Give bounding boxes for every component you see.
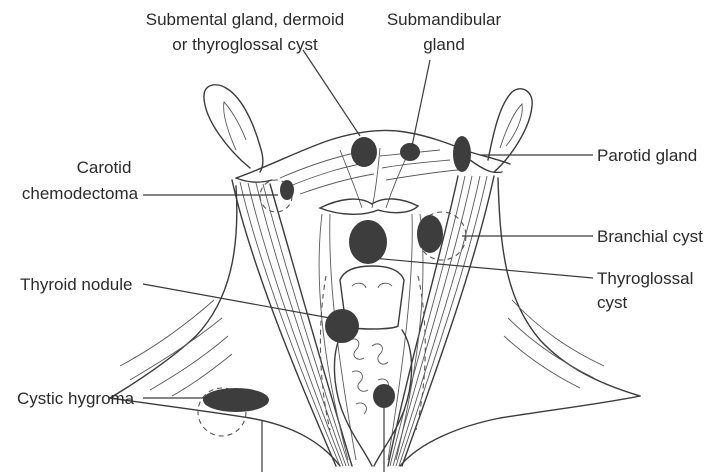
cystic-hygroma-label: Cystic hygroma: [17, 389, 135, 408]
carotid-mass: [280, 180, 294, 200]
parotid-mass: [453, 136, 471, 172]
left-trapezius: [110, 186, 340, 466]
larynx-thyroid: [334, 266, 411, 466]
thyroglossal-label-line2: cyst: [597, 293, 628, 312]
thyroid-nodule-mass: [325, 309, 359, 343]
left-ear: [204, 85, 263, 172]
thyroglossal-mass: [349, 220, 387, 264]
branchial-label: Branchial cyst: [597, 227, 703, 246]
branchial-mass: [417, 215, 443, 253]
carotid-label-line1: Carotid: [77, 158, 132, 177]
submandibular-label-line1: Submandibular: [387, 10, 502, 29]
cystic-hygroma-mass: [203, 388, 269, 412]
parotid-label: Parotid gland: [597, 146, 697, 165]
carotid-label-line2: chemodectoma: [22, 184, 139, 203]
submandibular-mass: [400, 143, 420, 161]
hyoid: [320, 199, 418, 214]
thyroglossal-label-line1: Thyroglossal: [597, 269, 693, 288]
labels: Submental gland, dermoid or thyroglossal…: [17, 10, 703, 408]
lower-thyroid-mass: [373, 384, 395, 408]
submental-label-line1: Submental gland, dermoid: [146, 10, 344, 29]
thyroid-nodule-label: Thyroid nodule: [20, 275, 132, 294]
submental-label-line2: or thyroglossal cyst: [172, 35, 318, 54]
submandibular-label-line2: gland: [423, 35, 465, 54]
submental-mass: [351, 137, 377, 167]
